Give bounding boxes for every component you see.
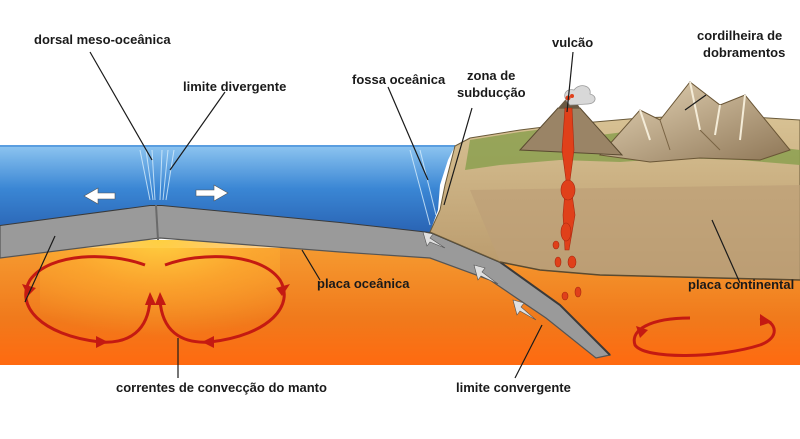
ridge-rift-crack — [155, 204, 159, 241]
label-ocean-trench: fossa oceânica — [352, 72, 446, 87]
arrow-left-icon — [83, 187, 116, 205]
convection-arrowheads — [22, 284, 772, 348]
plate-motion-arrows — [83, 184, 229, 205]
label-mantle-convection: correntes de convecção do manto — [116, 380, 327, 395]
subduction-arrow-2-icon — [473, 264, 499, 285]
convection-currents — [24, 255, 776, 357]
arrow-right-icon — [195, 184, 229, 202]
ocean — [0, 146, 455, 232]
magma-conduit — [552, 107, 582, 301]
label-continental-plate: placa continental — [688, 277, 794, 292]
continental-lower-crust — [470, 185, 800, 280]
subduction-arrows — [422, 231, 537, 321]
ridge-water-lines — [139, 149, 437, 226]
subduction-arrow-1-icon — [422, 231, 446, 249]
label-fold-mountains-line1: cordilheira de — [697, 28, 782, 43]
label-subduction-zone-line1: zona de — [467, 68, 515, 83]
label-subduction-zone-line2: subducção — [457, 85, 526, 100]
volcano-smoke — [564, 85, 596, 106]
label-oceanic-plate: placa oceânica — [317, 276, 410, 291]
subduction-arrow-3-icon — [512, 299, 537, 321]
label-fold-mountains-line2: dobramentos — [703, 45, 785, 60]
label-convergent-boundary: limite convergente — [456, 380, 571, 395]
label-volcano: vulcão — [552, 35, 593, 50]
leader-lines — [24, 51, 741, 379]
fold-mountains — [599, 81, 791, 163]
label-mid-ocean-ridge: dorsal meso-oceânica — [34, 32, 171, 47]
label-divergent-boundary: limite divergente — [183, 79, 286, 94]
continental-crust-base — [499, 261, 800, 281]
